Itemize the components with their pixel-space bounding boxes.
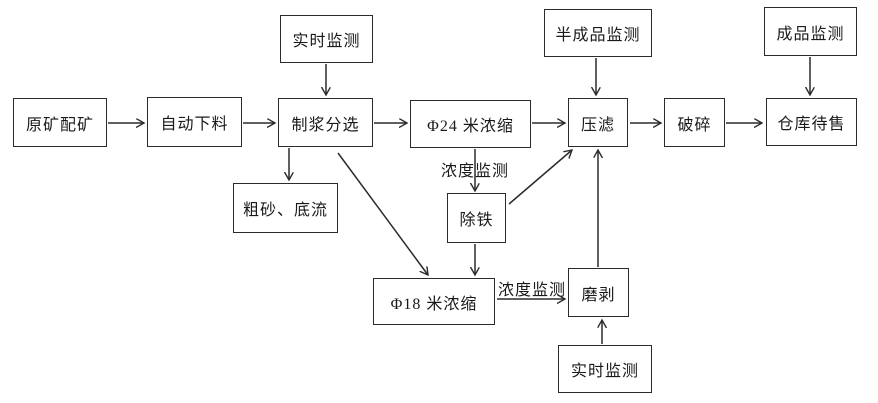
node-grinding-stripping: 磨剥 <box>568 268 629 317</box>
node-realtime-monitor-bottom: 实时监测 <box>558 345 652 393</box>
arrow-pulping-to-thickener18 <box>337 152 428 275</box>
node-crushing: 破碎 <box>664 98 725 147</box>
edge-label-concentration-monitor-1: 浓度监测 <box>441 163 510 180</box>
node-press-filter: 压滤 <box>568 98 628 147</box>
node-pulping-sorting: 制浆分选 <box>278 98 373 147</box>
node-realtime-monitor-top: 实时监测 <box>280 15 373 63</box>
arrow-iron-removal-to-press-filter <box>508 150 572 205</box>
node-semi-product-monitor: 半成品监测 <box>544 9 652 57</box>
node-auto-feeding: 自动下料 <box>147 97 242 147</box>
node-iron-removal: 除铁 <box>447 193 506 243</box>
edge-label-concentration-monitor-2: 浓度监测 <box>498 282 567 299</box>
node-warehouse-for-sale: 仓库待售 <box>766 98 857 146</box>
node-thickener-24m: Φ24 米浓缩 <box>410 100 531 148</box>
node-coarse-sand-underflow: 粗砂、底流 <box>233 183 338 233</box>
node-raw-ore-blending: 原矿配矿 <box>13 98 107 147</box>
node-finished-product-monitor: 成品监测 <box>764 7 857 56</box>
node-thickener-18m: Φ18 米浓缩 <box>373 278 495 325</box>
